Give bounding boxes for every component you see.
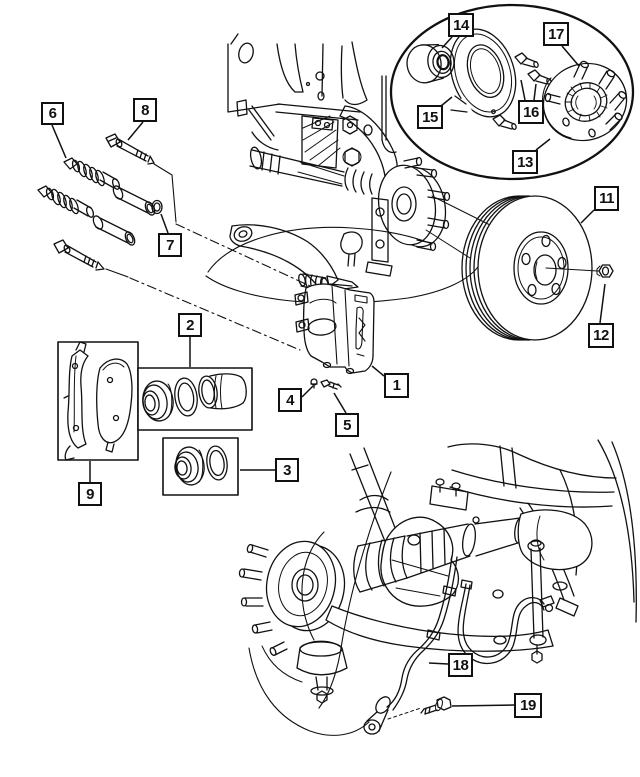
guide-pin-dash-lines: [105, 163, 311, 351]
callout-box-9[interactable]: 9: [78, 482, 102, 506]
callout-box-12[interactable]: 12: [588, 323, 614, 348]
guide-pin-hardware-art: [37, 133, 163, 271]
lower-knuckle-assembly-art: [238, 439, 637, 736]
callout-box-8[interactable]: 8: [133, 98, 157, 122]
callout-box-11[interactable]: 11: [594, 186, 619, 211]
brake-caliper-art: [294, 273, 375, 390]
callout-box-1[interactable]: 1: [384, 373, 409, 398]
hub-assembly-art: [542, 60, 628, 142]
callout-box-14[interactable]: 14: [448, 13, 474, 37]
callout-box-3[interactable]: 3: [275, 458, 299, 482]
callout-box-5[interactable]: 5: [335, 413, 359, 437]
front-knuckle-strut-art: [205, 33, 505, 304]
callout-box-15[interactable]: 15: [417, 105, 443, 129]
callout-box-18[interactable]: 18: [448, 653, 473, 677]
piston-seal-kit-art: [137, 367, 253, 431]
callout-box-7[interactable]: 7: [158, 233, 182, 257]
callout-box-2[interactable]: 2: [178, 313, 202, 337]
hub-bolts-16: [492, 52, 552, 131]
brake-rotor-art: [461, 195, 614, 341]
callout-box-6[interactable]: 6: [41, 102, 64, 125]
callout-box-13[interactable]: 13: [512, 150, 538, 174]
callout-box-19[interactable]: 19: [514, 693, 542, 718]
callout-box-4[interactable]: 4: [278, 388, 302, 412]
callout-box-17[interactable]: 17: [543, 22, 569, 46]
seal-kit-art: [162, 437, 239, 496]
callout-box-16[interactable]: 16: [518, 100, 544, 124]
brake-pads-kit-art: [57, 341, 139, 461]
